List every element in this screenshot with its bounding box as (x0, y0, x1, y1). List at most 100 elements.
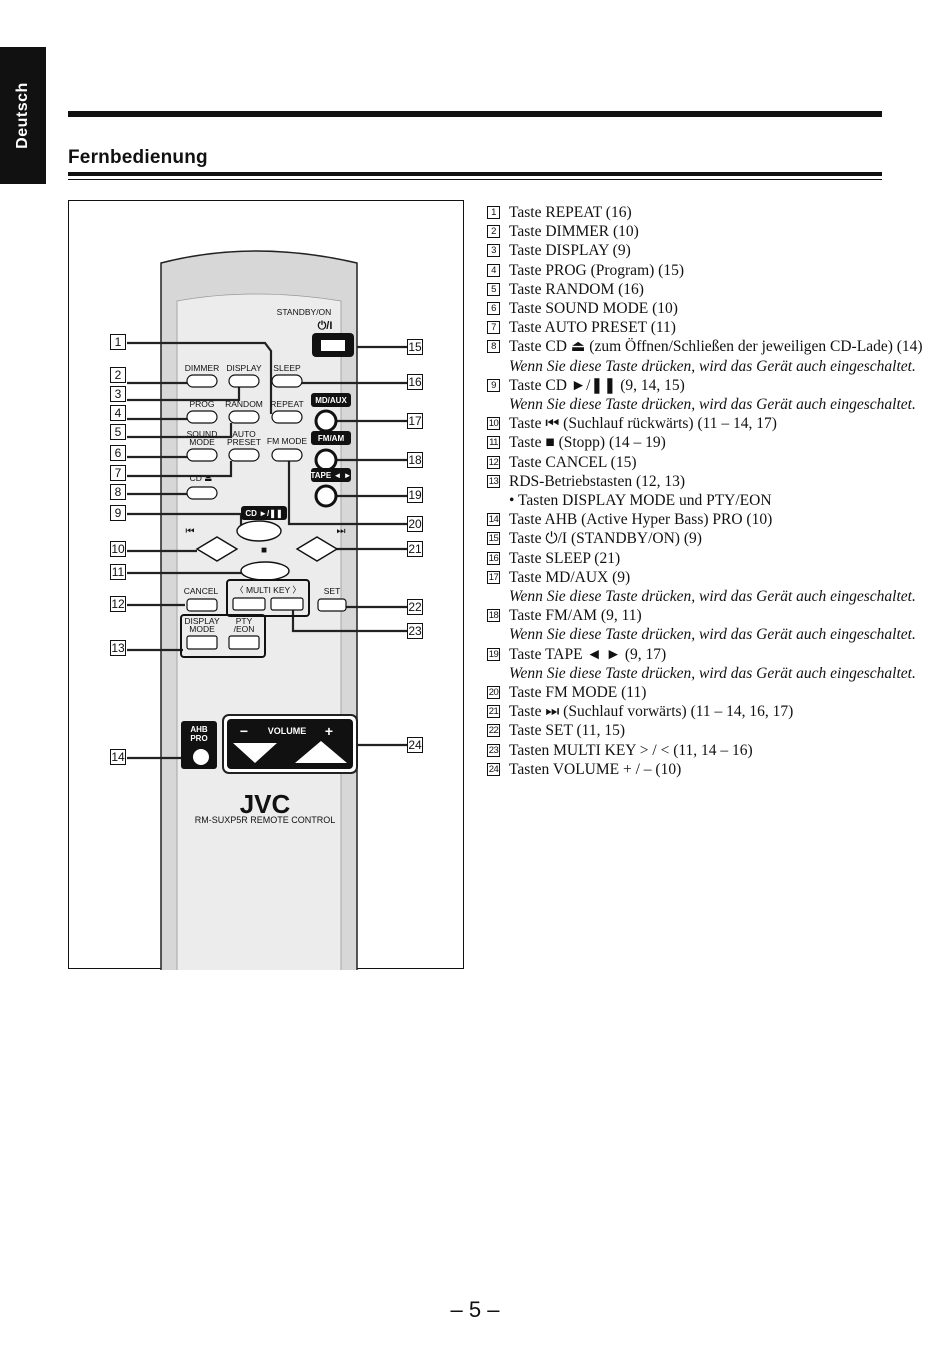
legend-text: Taste FM MODE (11) (509, 684, 647, 702)
display-mode-label-2: MODE (189, 624, 215, 634)
pty-eon-button[interactable] (228, 635, 260, 650)
legend-note: Wenn Sie diese Taste drücken, wird das G… (509, 664, 916, 682)
multi-key-right-button[interactable] (270, 597, 304, 611)
legend-number-box: 19 (487, 647, 500, 661)
section-title: Fernbedienung (68, 147, 208, 168)
legend-number-box: 20 (487, 686, 500, 700)
prog-label: PROG (189, 399, 214, 409)
fm-mode-button[interactable] (271, 448, 303, 462)
cancel-button[interactable] (186, 598, 218, 612)
legend-number-box: 5 (487, 282, 500, 296)
display-mode-button[interactable] (186, 635, 218, 650)
remote-face (176, 293, 342, 970)
callout-14: 14 (110, 749, 126, 765)
cd-eject-button[interactable] (186, 486, 218, 500)
callout-24: 24 (407, 737, 423, 753)
rds-group (180, 614, 266, 658)
legend-text: Taste CD ⏏ (zum Öffnen/Schließen der jew… (509, 338, 923, 356)
fm-am-button[interactable] (314, 448, 338, 472)
callout-8: 8 (110, 484, 126, 500)
volume-up-button[interactable] (295, 741, 347, 763)
callout-7: 7 (110, 465, 126, 481)
sound-mode-button[interactable] (186, 448, 218, 462)
repeat-button[interactable] (271, 410, 303, 424)
legend-number-box: 8 (487, 340, 500, 354)
legend-text: Taste PROG (Program) (15) (509, 261, 684, 279)
legend-text: Taste CD ►/❚❚ (9, 14, 15) (509, 376, 685, 394)
legend-number-box: 4 (487, 263, 500, 277)
legend-number-box: 2 (487, 225, 500, 239)
legend-note: Wenn Sie diese Taste drücken, wird das G… (509, 626, 916, 644)
legend-text: Tasten VOLUME + / – (10) (509, 760, 682, 778)
auto-preset-label-1: AUTO (232, 429, 256, 439)
remote-control-drawing: STANDBY/ON ⏻/I DIMMER DISPLAY SLEEP MD/A… (127, 250, 407, 970)
legend-number-box: 10 (487, 417, 500, 431)
legend-item: 9 Taste CD ►/❚❚ (9, 14, 15) Wenn Sie diese… (486, 376, 926, 414)
legend-number-box: 16 (487, 551, 500, 565)
tape-button[interactable] (314, 484, 338, 508)
cd-play-label: CD ►/❚❚ (245, 509, 282, 519)
legend-text: Tasten MULTI KEY > / < (11, 14 – 16) (509, 741, 753, 759)
callout-1: 1 (110, 334, 126, 350)
legend-number-box: 7 (487, 321, 500, 335)
forward-button[interactable] (295, 536, 339, 562)
md-aux-button[interactable] (314, 409, 338, 433)
stop-button[interactable] (240, 561, 290, 581)
side-tab-label: Deutsch (14, 82, 31, 149)
sleep-button[interactable] (271, 374, 303, 388)
forward-label: ⏭ (337, 526, 346, 537)
auto-preset-button[interactable] (228, 448, 260, 462)
legend-number-box: 17 (487, 570, 500, 584)
legend-number-box: 24 (487, 762, 500, 776)
callout-5: 5 (110, 424, 126, 440)
callout-18: 18 (407, 452, 423, 468)
stop-label: ■ (261, 545, 267, 556)
ahb-label-2: PRO (190, 734, 207, 743)
legend-text: Taste AHB (Active Hyper Bass) PRO (10) (509, 511, 773, 529)
dimmer-button[interactable] (186, 374, 218, 388)
rewind-button[interactable] (195, 536, 239, 562)
callout-15: 15 (407, 339, 423, 355)
legend-number-box: 9 (487, 378, 500, 392)
callout-3: 3 (110, 386, 126, 402)
multi-key-left-button[interactable] (232, 597, 266, 611)
prog-button[interactable] (186, 410, 218, 424)
random-label: RANDOM (225, 399, 263, 409)
legend-text: Taste AUTO PRESET (11) (509, 319, 676, 337)
volume-label: VOLUME (268, 726, 307, 736)
title-rule-thin (68, 179, 882, 180)
legend-note: Wenn Sie diese Taste drücken, wird das G… (509, 357, 916, 375)
legend-number-box: 15 (487, 532, 500, 546)
top-rule (68, 111, 882, 117)
volume-down-button[interactable] (233, 743, 277, 763)
multi-key-label: 〈 MULTI KEY 〉 (235, 585, 301, 595)
page-number: – 5 – (450, 1297, 500, 1322)
legend-item: 4 Taste PROG (Program) (15) (486, 261, 926, 280)
legend-text: Taste SOUND MODE (10) (509, 300, 678, 318)
ahb-pro-button[interactable] (191, 747, 211, 767)
cd-play-button[interactable] (236, 520, 282, 542)
legend-number-box: 11 (487, 436, 500, 450)
md-aux-label: MD/AUX (315, 396, 347, 405)
callout-23: 23 (407, 623, 423, 639)
legend-number-box: 3 (487, 244, 500, 258)
sleep-label: SLEEP (273, 363, 301, 373)
model-label: RM-SUXP5R REMOTE CONTROL (195, 815, 336, 825)
callout-19: 19 (407, 487, 423, 503)
display-button[interactable] (228, 374, 260, 388)
legend-note: Wenn Sie diese Taste drücken, wird das G… (509, 396, 916, 414)
pty-eon-label-2: /EON (234, 624, 255, 634)
legend-number-box: 21 (487, 705, 500, 719)
callout-13: 13 (110, 640, 126, 656)
random-button[interactable] (228, 410, 260, 424)
legend-item: 8 Taste CD ⏏ (zum Öffnen/Schließen der je… (486, 337, 926, 375)
set-button[interactable] (317, 598, 347, 612)
auto-preset-label-2: PRESET (227, 437, 261, 447)
